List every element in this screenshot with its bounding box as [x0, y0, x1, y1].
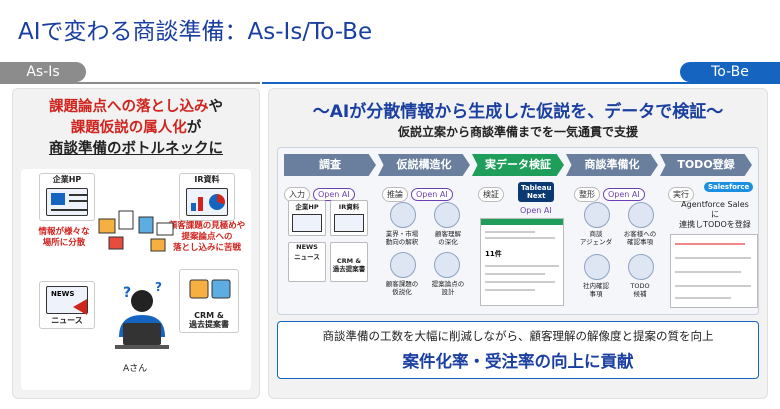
card-ir-label: IR資料 [194, 175, 220, 184]
todo-list-screenshot [670, 234, 758, 308]
tobe-rule [262, 82, 780, 84]
mini-crm: CRM & 過去提案書 [330, 242, 368, 282]
tobe-headline: ～AIが分散情報から生成した仮説を、データで検証～ [312, 102, 724, 122]
folder-icon [188, 276, 232, 304]
label-todo-candidate: TODO 候補 [630, 282, 650, 298]
asis-head-blk2: が [186, 120, 202, 136]
asis-label: As-Is [0, 62, 86, 82]
checkmark-circle-icon [584, 254, 610, 280]
summary-line2: 案件化率・受注率の向上に貢献 [402, 352, 634, 371]
asis-rule [0, 82, 260, 84]
tag-openai-2: Open AI [411, 188, 453, 201]
document-chart-icon [186, 188, 228, 216]
step-data-verify: 実データ検証 [472, 154, 564, 176]
card-news-label: ニュース [51, 316, 83, 325]
col-verify: 検証 Tableau Next Open AI 11件 [478, 182, 568, 310]
col-todo: 実行 Salesforce Agentforce Sales に 連携しTODO… [668, 182, 762, 310]
tobe-label: To-Be [680, 62, 780, 82]
asis-panel: 課題論点への落とし込みや 課題仮説の属人化が 商談準備のボトルネックに 企業HP… [12, 88, 260, 399]
tag-openai-4: Open AI [603, 188, 645, 201]
label-customer-check: お客様への 確認事項 [623, 230, 657, 246]
asis-head-red2: 課題仮説の属人化 [70, 120, 187, 136]
summary-line1: 商談準備の工数を大幅に削減しながら、顧客理解の解像度と提案の質を向上 [322, 329, 714, 343]
title-main: 商談準備：As-Is/To-Be [132, 19, 373, 45]
mini-ir: IR資料 [330, 200, 368, 236]
mini-hp: 企業HP [288, 200, 326, 236]
kpi-count: 11件 [485, 250, 502, 258]
tableau-badge: Tableau Next [518, 182, 555, 202]
asis-head-line3: 商談準備のボトルネックに [49, 141, 223, 157]
asis-red-left: 情報が様々な 場所に分散 [38, 227, 90, 248]
browser-icon [46, 188, 88, 216]
network-circle-icon [434, 202, 460, 228]
svg-text:?: ? [123, 285, 131, 301]
asis-illustration: 企業HP IR資料 情報が様々な 場所に分散 顧客課題の見極めや 提案論点への … [21, 169, 251, 390]
mini-news: NEWS ニュース [288, 242, 326, 282]
card-crm-label: CRM & 過去提案書 [189, 311, 229, 329]
tobe-panel: ～AIが分散情報から生成した仮説を、データで検証～ 仮説立案から商談準備までを一… [268, 88, 768, 399]
tag-openai-3: Open AI [520, 206, 552, 215]
step-research: 調査 [284, 154, 376, 176]
card-company-hp: 企業HP [39, 173, 95, 221]
label-proposal: 提案論点の 設計 [431, 280, 465, 296]
person-label: Aさん [123, 364, 148, 374]
scattered-docs-icon [89, 209, 189, 269]
chart-circle-icon [390, 202, 416, 228]
tag-execute: 実行 [668, 187, 694, 202]
asis-head-red1: 課題論点への落とし込み [49, 99, 209, 115]
card-hp-label: 企業HP [52, 175, 82, 184]
title-prefix: AIで変わる [18, 19, 133, 45]
svg-text:?: ? [155, 280, 162, 294]
tag-verify: 検証 [478, 187, 504, 202]
step-bar: 調査 仮説構造化 実データ検証 商談準備化 TODO登録 [284, 154, 752, 176]
label-agenda: 商談 アジェンダ [579, 230, 613, 246]
label-industry: 業界・市場 動向の解釈 [385, 230, 419, 246]
label-internal-check: 社内確認 事項 [583, 282, 609, 298]
salesforce-badge: Salesforce [704, 182, 754, 192]
people-circle-icon [584, 202, 610, 228]
asis-headline: 課題論点への落とし込みや 課題仮説の属人化が 商談準備のボトルネックに [13, 97, 259, 160]
news-megaphone-icon: NEWS [46, 286, 88, 315]
card-ir: IR資料 [179, 173, 235, 221]
label-customer: 顧客理解 の深化 [435, 230, 461, 246]
tag-format: 整形 [574, 187, 600, 202]
label-issue: 顧客課題の 仮説化 [385, 280, 419, 296]
card-crm: CRM & 過去提案書 [179, 269, 239, 333]
tobe-subheadline: 仮説立案から商談準備までを一気通貫で支援 [397, 125, 638, 139]
step-hypothesis: 仮説構造化 [378, 154, 470, 176]
note-circle-icon [628, 202, 654, 228]
dashboard-screenshot: 11件 [480, 218, 564, 306]
asis-head-blk1: や [208, 99, 224, 115]
step-todo: TODO登録 [660, 154, 752, 176]
lightbulb-circle-icon [390, 252, 416, 278]
target-circle-icon [434, 252, 460, 278]
tag-inference: 推論 [382, 187, 408, 202]
asis-red-right: 顧客課題の見極めや 提案論点への 落とし込みに苦戦 [168, 221, 246, 253]
page-title: AIで変わる商談準備：As-Is/To-Be [18, 12, 372, 46]
bottom-summary: 商談準備の工数を大幅に削減しながら、顧客理解の解像度と提案の質を向上 案件化率・… [277, 321, 759, 379]
flag-circle-icon [628, 254, 654, 280]
person-laptop-icon: ? ? [105, 277, 179, 357]
step-prep: 商談準備化 [566, 154, 658, 176]
agentforce-text: Agentforce Sales に 連携しTODOを登録 [679, 200, 751, 229]
card-news: NEWS ニュース [39, 281, 95, 329]
